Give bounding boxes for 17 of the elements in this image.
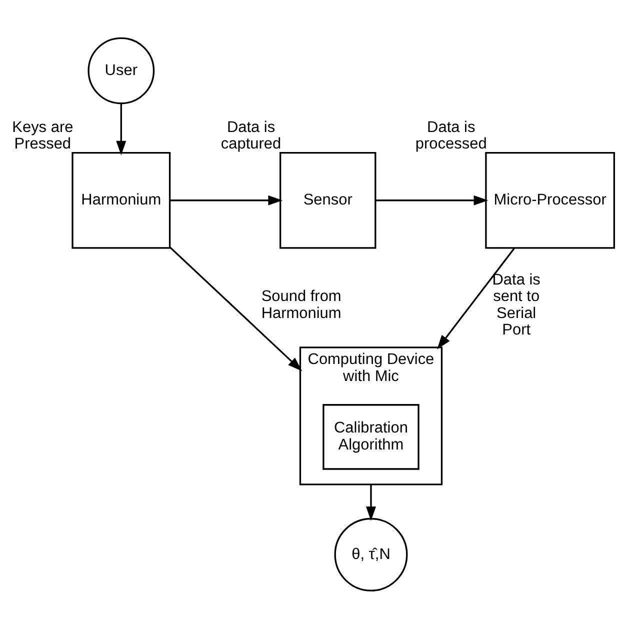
node-box: Sensor bbox=[280, 152, 376, 248]
arrow bbox=[169, 246, 302, 371]
arrow bbox=[437, 247, 516, 349]
edge-label: Data is sent to Serial Port bbox=[492, 271, 540, 338]
node-label: Keys are Pressed bbox=[12, 118, 74, 152]
node-label: Data is processed bbox=[415, 118, 487, 152]
arrow bbox=[170, 194, 283, 205]
node-box: Micro-Processor bbox=[485, 152, 615, 248]
arrow bbox=[116, 102, 126, 155]
arrow bbox=[366, 484, 376, 520]
arrow bbox=[376, 194, 488, 205]
edge-label: Sound from Harmonium bbox=[261, 288, 342, 322]
node-label: Data is captured bbox=[220, 118, 282, 152]
node-circle: θ, τ̂,N bbox=[334, 517, 408, 591]
node-circle: User bbox=[88, 36, 155, 104]
node-box: Calibration Algorithm bbox=[322, 404, 420, 470]
node-box: Harmonium bbox=[72, 152, 171, 248]
